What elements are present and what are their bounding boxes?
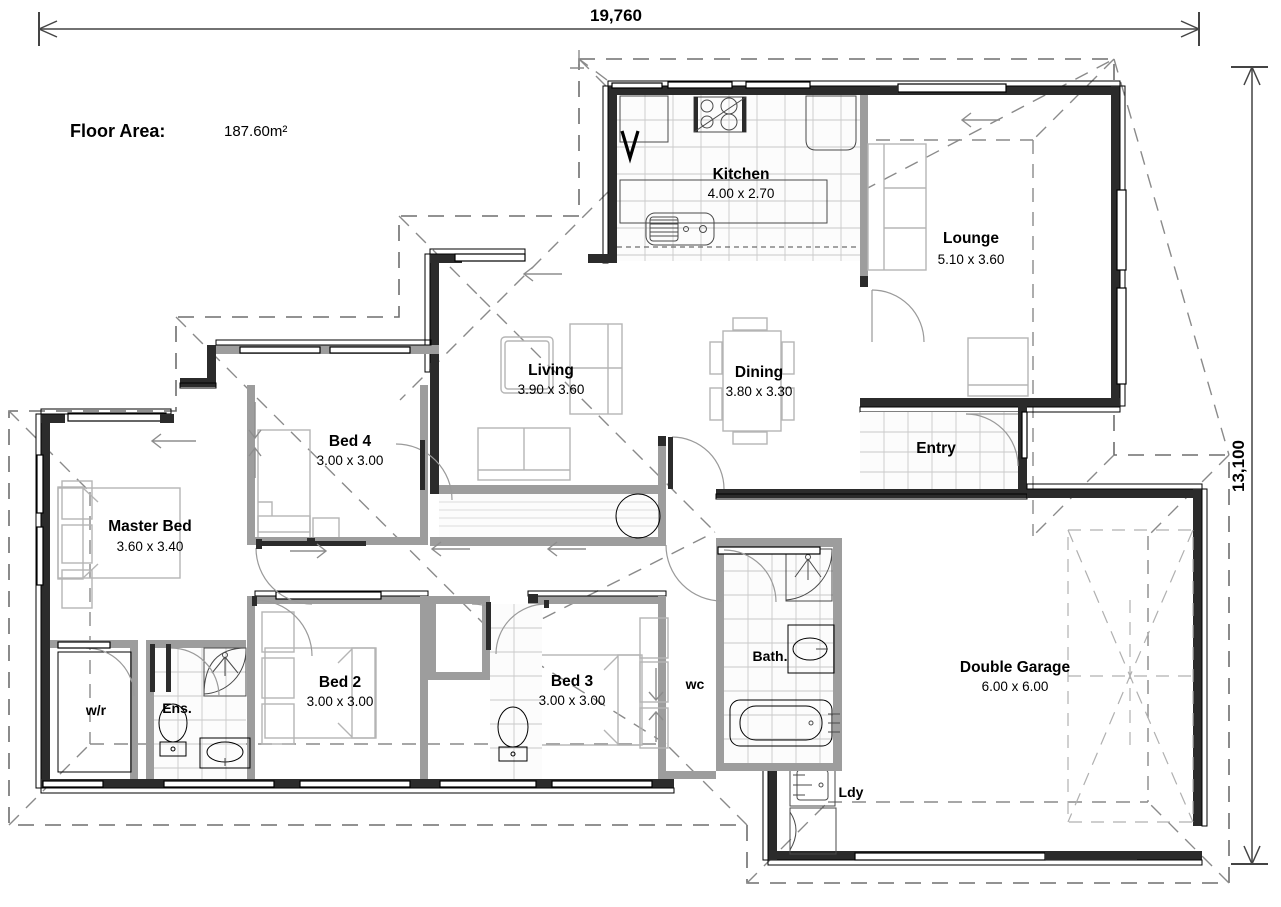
garage-vehicle-path: [1067, 529, 1194, 823]
svg-text:Double Garage: Double Garage: [960, 659, 1071, 676]
svg-text:5.10 x 3.60: 5.10 x 3.60: [938, 252, 1005, 267]
svg-text:3.60 x 3.40: 3.60 x 3.40: [117, 539, 184, 554]
svg-text:6.00 x 6.00: 6.00 x 6.00: [982, 679, 1049, 694]
room-label-laundry: Ldy: [839, 784, 864, 800]
floor-area-block: Floor Area: 187.60m²: [70, 121, 287, 141]
south-windows: [42, 780, 653, 788]
room-label-living: Living 3.90 x 3.60: [518, 362, 585, 397]
room-label-dining: Dining 3.80 x 3.30: [726, 364, 793, 399]
svg-text:Ldy: Ldy: [839, 784, 864, 800]
living-furniture: [477, 323, 623, 481]
overall-width-label: 19,760: [590, 6, 642, 25]
fridge-icon: [805, 95, 857, 151]
hallway: [439, 493, 661, 539]
svg-text:Master Bed: Master Bed: [108, 518, 192, 535]
svg-text:wc: wc: [685, 676, 705, 692]
svg-text:Bed 4: Bed 4: [329, 433, 372, 450]
bed2-furniture: [261, 611, 377, 745]
floor-area-value: 187.60m²: [224, 123, 287, 140]
central-zone-walls: [179, 248, 666, 546]
overall-height-dimension: 13,100: [1229, 66, 1268, 865]
floor-area-label: Floor Area:: [70, 121, 165, 141]
kitchen-windows: [611, 81, 811, 89]
svg-text:3.00 x 3.00: 3.00 x 3.00: [317, 453, 384, 468]
room-label-bed-2: Bed 2 3.00 x 3.00: [307, 674, 374, 709]
wall-north-wing: [588, 80, 1126, 413]
room-label-kitchen: Kitchen 4.00 x 2.70: [708, 166, 775, 201]
svg-text:Lounge: Lounge: [943, 230, 999, 247]
room-label-entry: Entry: [916, 440, 956, 457]
bathroom-walls: [716, 538, 842, 771]
living-door: [668, 436, 725, 490]
ensuite-fittings: [150, 644, 251, 779]
cooktop-icon: [693, 96, 747, 133]
svg-text:Entry: Entry: [916, 440, 956, 457]
room-label-ensuite: Ens.: [162, 700, 192, 716]
svg-text:3.80 x 3.30: 3.80 x 3.30: [726, 384, 793, 399]
lounge-door: [871, 289, 925, 343]
west-windows: [36, 454, 44, 586]
sink-icon: [645, 212, 715, 246]
master-bed-furniture: [57, 480, 181, 609]
room-label-wc: wc: [685, 676, 705, 692]
kitchen-floor-tiles: [617, 95, 860, 261]
svg-text:Dining: Dining: [735, 364, 783, 381]
kitchen-joinery: [617, 95, 860, 248]
bed2-door: [252, 596, 313, 657]
overall-height-label: 13,100: [1229, 440, 1248, 492]
lounge-windows: [880, 83, 1127, 385]
room-label-master-bed: Master Bed 3.60 x 3.40: [108, 518, 192, 554]
lounge-furniture: [867, 143, 1029, 397]
svg-text:Ens.: Ens.: [162, 700, 192, 716]
room-label-bed-4: Bed 4 3.00 x 3.00: [317, 433, 384, 468]
svg-text:Bath.: Bath.: [753, 648, 788, 664]
bed3-hall-door: [665, 544, 723, 602]
bathroom-fittings: [717, 546, 840, 763]
room-label-wardrobe: w/r: [85, 702, 107, 718]
room-label-bathroom: Bath.: [753, 648, 788, 664]
room-label-lounge: Lounge 5.10 x 3.60: [938, 230, 1005, 267]
svg-text:Living: Living: [528, 362, 574, 379]
svg-text:w/r: w/r: [85, 702, 107, 718]
svg-text:3.00 x 3.00: 3.00 x 3.00: [307, 694, 374, 709]
svg-text:4.00 x 2.70: 4.00 x 2.70: [708, 186, 775, 201]
toilet-icon: [158, 703, 188, 757]
view-direction-arrows: [150, 112, 1000, 742]
room-label-bed-3: Bed 3 3.00 x 3.00: [539, 673, 606, 708]
room-label-double-garage: Double Garage 6.00 x 6.00: [960, 659, 1071, 694]
wc-fittings: [486, 600, 549, 779]
svg-text:3.00 x 3.00: 3.00 x 3.00: [539, 693, 606, 708]
svg-text:Bed 2: Bed 2: [319, 674, 361, 691]
slider-indicators: [256, 539, 366, 549]
svg-text:3.90 x 3.60: 3.90 x 3.60: [518, 382, 585, 397]
dining-furniture: [709, 317, 795, 445]
room-labels: Kitchen 4.00 x 2.70 Lounge 5.10 x 3.60 L…: [85, 166, 1071, 800]
svg-text:Bed 3: Bed 3: [551, 673, 594, 690]
svg-text:Kitchen: Kitchen: [713, 166, 770, 183]
overall-width-dimension: 19,760: [38, 6, 1200, 46]
wardrobe-detail: [57, 641, 135, 773]
roof-corner-ticks: [570, 50, 588, 69]
